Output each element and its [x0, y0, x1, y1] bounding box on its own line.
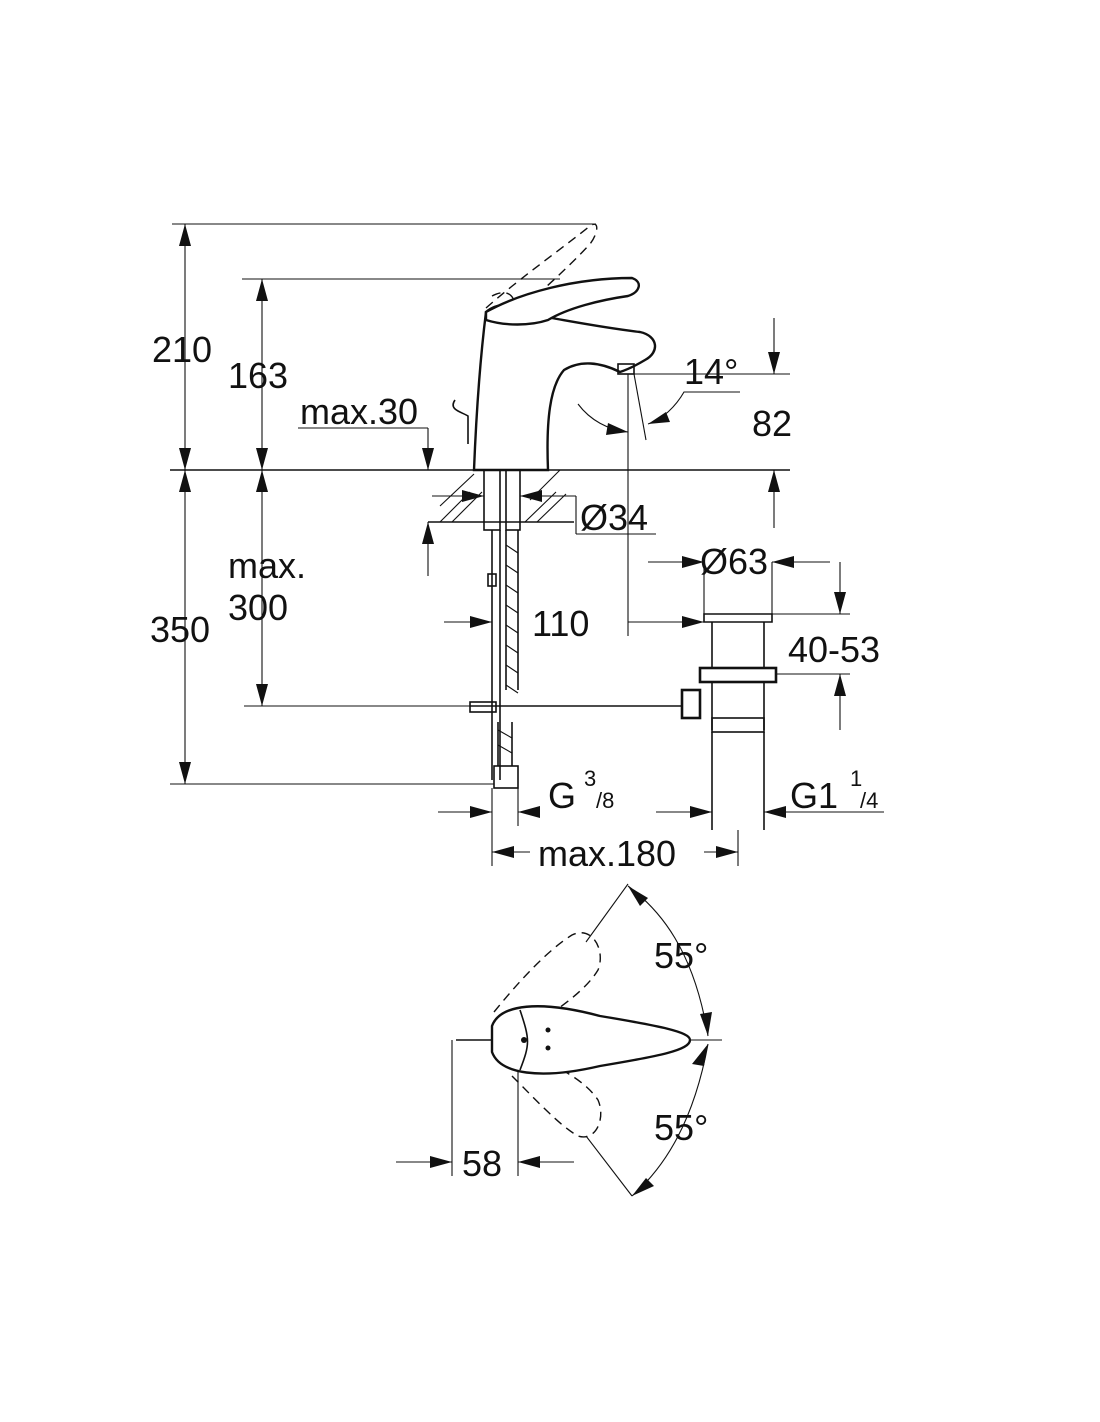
label-waste-range: 40-53: [788, 629, 880, 670]
braided-hose: [505, 530, 519, 690]
hose-nut: [493, 765, 519, 789]
label-deck-thickness: max.30: [300, 391, 418, 432]
dimension-labels: 210 163 max.30 14° 82 Ø34 Ø63 max. 300 3…: [150, 329, 880, 1184]
label-spout-reach: 110: [532, 603, 589, 644]
svg-text:/8: /8: [596, 788, 614, 813]
svg-text:1: 1: [850, 766, 862, 791]
popup-rod-connector: [680, 688, 702, 720]
svg-text:G: G: [548, 775, 576, 816]
svg-text:/4: /4: [860, 788, 878, 813]
faucet-lever: [484, 276, 640, 326]
dimension-lines: [170, 224, 884, 866]
faucet-side-view: [170, 223, 790, 789]
raised-lever-outline: [485, 223, 598, 317]
svg-text:3: 3: [584, 766, 596, 791]
label-spout-height: 82: [752, 403, 792, 444]
mounting-shank: [483, 469, 501, 531]
top-view-body: [490, 1005, 692, 1075]
label-spout-angle: 14°: [684, 351, 738, 392]
label-lever-offset: 58: [462, 1143, 502, 1184]
svg-text:G1: G1: [790, 775, 838, 816]
popup-waste: [469, 613, 778, 830]
label-hose-max-line2: 300: [228, 587, 288, 628]
label-hose-max-line1: max.: [228, 545, 306, 586]
label-hole-diameter: Ø34: [580, 497, 648, 538]
lever-right-position: [511, 1055, 602, 1138]
label-lever-height: 163: [228, 355, 288, 396]
waste-flange: [703, 613, 773, 623]
popup-rod-handle: [452, 399, 469, 444]
aerator: [617, 363, 635, 375]
label-inlet-thread: G 3 /8: [548, 766, 614, 816]
label-lever-angle-upper: 55°: [654, 935, 708, 976]
label-below-deck: 350: [150, 609, 210, 650]
label-total-height: 210: [152, 329, 212, 370]
faucet-top-view: [396, 883, 722, 1197]
label-waste-thread: G1 1 /4: [790, 766, 878, 816]
label-lever-angle-lower: 55°: [654, 1107, 708, 1148]
label-max-spacing: max.180: [538, 833, 676, 874]
label-waste-diameter: Ø63: [700, 541, 768, 582]
